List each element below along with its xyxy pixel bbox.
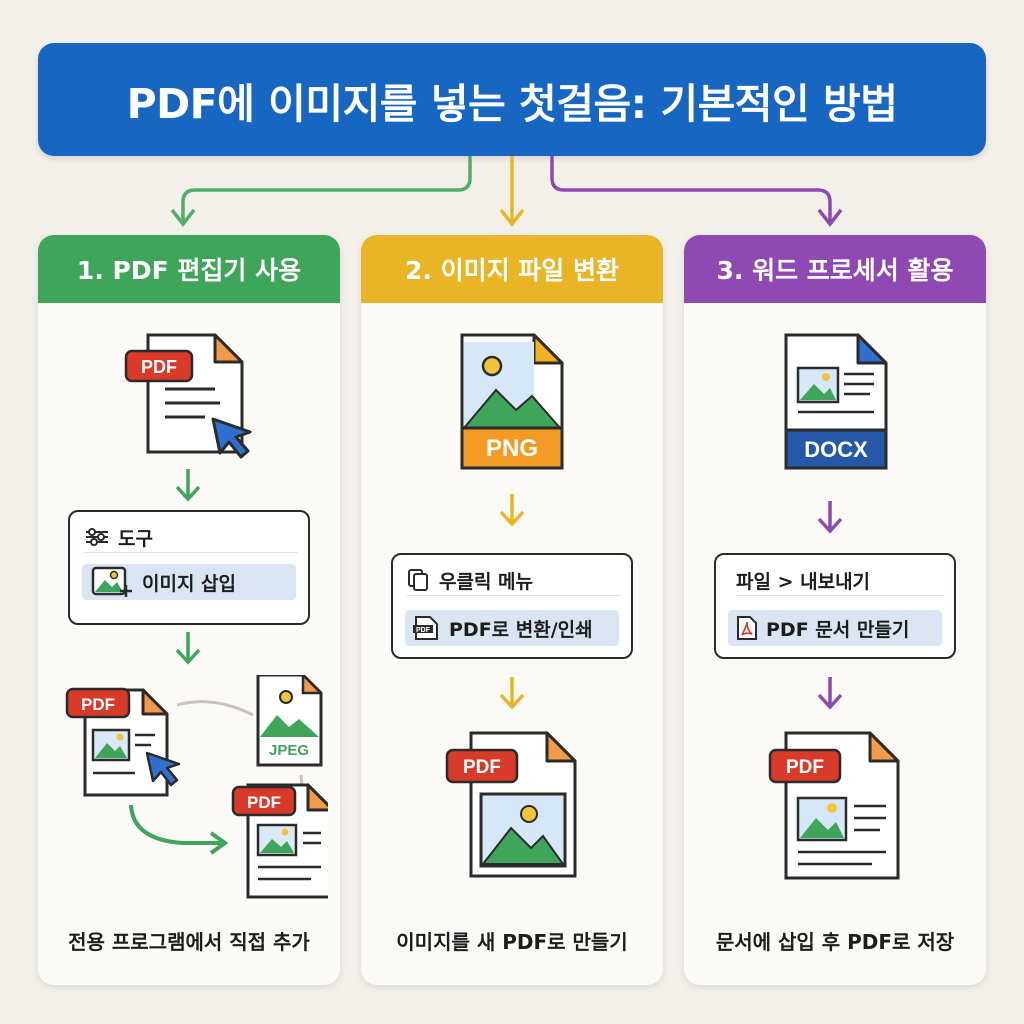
pdf-document-cursor-icon: PDF xyxy=(124,333,252,459)
arrow-down-icon xyxy=(817,501,843,534)
image-add-icon xyxy=(91,566,132,597)
column-header: 1. PDF 편집기 사용 xyxy=(38,235,340,303)
column-header-label: 2. 이미지 파일 변환 xyxy=(404,256,619,285)
menu-label-tools: 도구 xyxy=(118,527,153,550)
pdf-file-icon: PDF xyxy=(413,616,438,640)
menu-label-right-click: 우클릭 메뉴 xyxy=(439,570,534,593)
file-export-menu-row[interactable]: 파일 > 내보내기 xyxy=(736,565,944,596)
column-header: 3. 워드 프로세서 활용 xyxy=(684,235,986,303)
pdf-insert-jpeg-illustration: PDF JPEG PDF xyxy=(65,675,328,899)
pdf-badge-text: PDF xyxy=(141,357,177,377)
column-caption: 문서에 삽입 후 PDF로 저장 xyxy=(715,930,955,954)
column-image-convert: 2. 이미지 파일 변환 PNG 우클릭 메뉴 PDF PDF로 변환/인쇄 xyxy=(361,235,663,985)
svg-text:PDF: PDF xyxy=(416,627,431,634)
main-title-banner: PDF에 이미지를 넣는 첫걸음: 기본적인 방법 xyxy=(38,43,986,156)
column-caption: 전용 프로그램에서 직접 추가 xyxy=(68,930,310,954)
tools-menu-card[interactable]: 도구 이미지 삽입 xyxy=(68,510,310,625)
connector-green xyxy=(181,156,472,222)
connector-yellow-head xyxy=(499,208,525,227)
page-title: PDF에 이미지를 넣는 첫걸음: 기본적인 방법 xyxy=(126,79,898,128)
pdf-badge-text: PDF xyxy=(463,757,501,778)
tools-menu-row[interactable]: 도구 xyxy=(84,522,298,553)
convert-pdf-menu-item[interactable]: PDF PDF로 변환/인쇄 xyxy=(405,610,619,646)
pdf-badge-text: PDF xyxy=(786,757,824,778)
connector-purple-head xyxy=(817,208,843,227)
copy-icon xyxy=(408,569,428,591)
pdf-image-document-icon: PDF xyxy=(445,731,577,878)
menu-label-insert-image: 이미지 삽입 xyxy=(142,572,237,595)
insert-image-menu-item[interactable]: 이미지 삽입 xyxy=(82,564,296,600)
right-click-menu-row[interactable]: 우클릭 메뉴 xyxy=(407,565,621,596)
pdf-acrobat-icon xyxy=(737,616,757,640)
column-caption: 이미지를 새 PDF로 만들기 xyxy=(396,930,628,954)
menu-label-make-pdf: PDF 문서 만들기 xyxy=(766,618,910,641)
file-export-menu-card[interactable]: 파일 > 내보내기 PDF 문서 만들기 xyxy=(714,553,956,659)
arrow-down-icon xyxy=(499,677,525,710)
docx-label: DOCX xyxy=(804,437,868,462)
pdf-badge-text: PDF xyxy=(247,793,281,812)
pdf-badge-text: PDF xyxy=(81,695,115,714)
arrow-down-icon xyxy=(175,632,201,665)
menu-label-file-export: 파일 > 내보내기 xyxy=(736,570,871,593)
column-header-label: 1. PDF 편집기 사용 xyxy=(76,256,302,285)
connector-purple xyxy=(550,156,832,222)
connector-green-head xyxy=(170,208,196,227)
docx-file-icon: DOCX xyxy=(784,333,888,470)
menu-label-convert-pdf: PDF로 변환/인쇄 xyxy=(449,618,593,641)
make-pdf-menu-item[interactable]: PDF 문서 만들기 xyxy=(728,610,942,646)
column-pdf-editor: 1. PDF 편집기 사용 PDF 도구 xyxy=(38,235,340,985)
jpeg-label: JPEG xyxy=(269,742,309,759)
arrow-down-icon xyxy=(817,677,843,710)
column-header: 2. 이미지 파일 변환 xyxy=(361,235,663,303)
arrow-down-icon xyxy=(499,494,525,527)
arrow-down-icon xyxy=(175,469,201,502)
sliders-icon xyxy=(86,528,108,546)
column-header-label: 3. 워드 프로세서 활용 xyxy=(716,256,954,285)
png-label: PNG xyxy=(486,435,538,462)
right-click-menu-card[interactable]: 우클릭 메뉴 PDF PDF로 변환/인쇄 xyxy=(391,553,633,659)
png-file-icon: PNG xyxy=(460,333,564,470)
title-connectors xyxy=(170,156,843,227)
column-word-processor: 3. 워드 프로세서 활용 DOCX 파일 > 내보내기 PDF 문서 만들기 xyxy=(684,235,986,985)
pdf-document-icon: PDF xyxy=(768,731,900,880)
